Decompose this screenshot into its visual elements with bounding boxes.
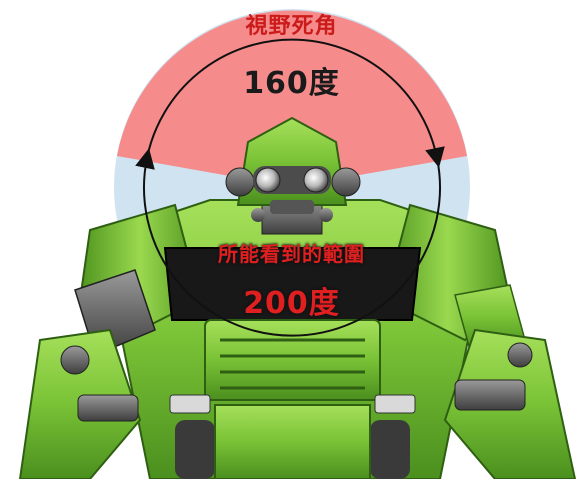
- right-ear: [331, 167, 361, 197]
- left-eye: [255, 167, 281, 193]
- right-eye: [303, 167, 329, 193]
- field-of-view-title: 所能看到的範圍: [218, 242, 365, 266]
- field-of-view-arc: [143, 157, 441, 337]
- blind-spot-arc-arrow: [135, 38, 445, 170]
- blind-spot-title: 視野死角: [245, 14, 338, 39]
- field-of-view-angle: 200度: [243, 286, 340, 321]
- left-ear: [225, 167, 255, 197]
- robot-figure: [18, 116, 577, 479]
- blind-spot-region: [117, 10, 467, 188]
- blind-spot-angle: 160度: [243, 66, 340, 101]
